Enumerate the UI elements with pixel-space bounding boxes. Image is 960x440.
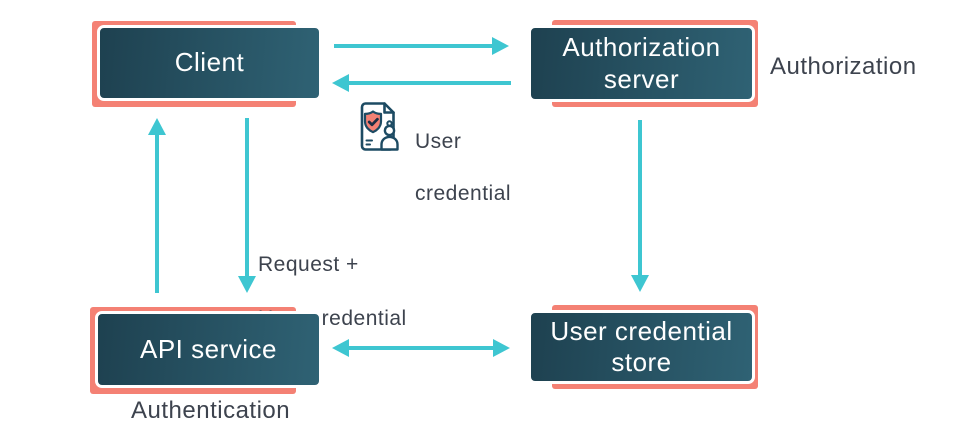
authorization-stage-label: Authorization xyxy=(770,53,917,80)
arrowhead-left-icon xyxy=(332,74,349,92)
node-api-service-label: API service xyxy=(140,333,277,364)
node-authorization-server-label-line2: server xyxy=(603,63,680,94)
node-user-credential-store-label-line1: User credential xyxy=(550,315,733,346)
arrow-line xyxy=(245,118,249,277)
arrow-line xyxy=(348,81,511,85)
node-authorization-server-label-line1: Authorization xyxy=(562,32,721,63)
node-authorization-server-panel: Authorization server xyxy=(528,25,755,102)
node-user-credential-store-panel: User credential store xyxy=(528,310,755,384)
arrowhead-down-icon xyxy=(238,276,256,293)
node-user-credential-store-label-line2: store xyxy=(611,347,672,377)
person-icon xyxy=(380,120,399,151)
user-credential-arrow-label-line1: User xyxy=(415,130,462,153)
arrowhead-right-icon xyxy=(493,339,510,357)
user-credential-document-icon xyxy=(360,102,399,151)
authentication-stage-label: Authentication xyxy=(131,397,291,424)
arrowhead-up-icon xyxy=(148,118,166,135)
node-client: Client xyxy=(92,21,322,107)
request-arrow-label-line1: Request + xyxy=(258,253,359,276)
arrowhead-down-icon xyxy=(631,275,649,292)
node-api-service: API service xyxy=(90,307,322,394)
node-user-credential-store: User credential store xyxy=(528,305,758,389)
node-client-panel: Client xyxy=(97,25,322,101)
arrow-line xyxy=(638,120,642,276)
arrow-line xyxy=(348,346,494,350)
node-authorization-server: Authorization server xyxy=(528,20,758,107)
arrowhead-right-icon xyxy=(492,37,509,55)
arrowhead-left-icon xyxy=(332,339,349,357)
user-credential-arrow-label-line2: credential xyxy=(415,182,512,205)
user-credential-arrow-label: User credential xyxy=(415,103,511,233)
arrow-line xyxy=(155,133,159,293)
arrow-line xyxy=(334,44,494,48)
node-client-label: Client xyxy=(174,47,245,78)
node-api-service-panel: API service xyxy=(95,311,322,388)
